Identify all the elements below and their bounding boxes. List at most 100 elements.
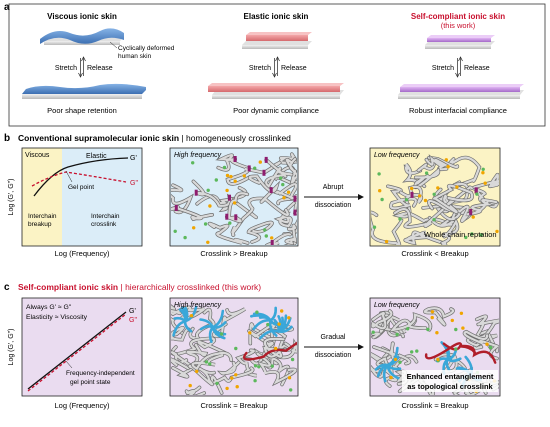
g-double-label-b: G" xyxy=(130,180,138,187)
polymer-chain-fill xyxy=(265,158,293,189)
polymer-chain-fill xyxy=(171,184,193,214)
ion-dot xyxy=(191,161,195,165)
viscous-skin-top xyxy=(40,28,124,45)
ion-dot xyxy=(274,346,278,351)
hierarchical-crosslink xyxy=(211,326,226,340)
ion-dot xyxy=(424,171,429,175)
panel-b-label: b xyxy=(4,133,10,144)
polymer-chain-fill xyxy=(473,173,499,189)
ion-dot xyxy=(183,235,187,240)
polymer-chain-fill xyxy=(423,307,455,326)
ion-dot xyxy=(384,239,389,244)
polymer-chain-fill xyxy=(427,199,472,223)
always-label: Always G' ≈ G" xyxy=(26,304,72,311)
ion-dot xyxy=(454,347,458,351)
g-double-line-c xyxy=(27,313,127,392)
elastic-region xyxy=(62,148,142,246)
ion-dot xyxy=(266,322,270,327)
ion-dot xyxy=(230,376,234,380)
ion-dot xyxy=(253,364,258,368)
ion-dot xyxy=(195,369,199,374)
crosslink-mark xyxy=(262,169,266,176)
crosslink-label-1: Interchain xyxy=(91,213,120,220)
crosslink-mark xyxy=(269,187,273,194)
abrupt-label-1: Abrupt xyxy=(323,184,344,191)
panel-b-title: Conventional supramolecular ionic skin |… xyxy=(18,133,291,143)
polymer-chain-fill xyxy=(226,161,281,185)
hierarchical-crosslink xyxy=(269,306,278,322)
panel-b: b Conventional supramolecular ionic skin… xyxy=(4,133,501,258)
polymer-chain-fill xyxy=(265,183,297,200)
ion-dot xyxy=(444,158,448,162)
x-axis-label-c: Log (Frequency) xyxy=(54,401,110,410)
panel-b-title-bold: Conventional supramolecular ionic skin xyxy=(18,133,179,143)
ion-dot xyxy=(225,386,229,391)
panel-a-label: a xyxy=(4,2,10,13)
entangle-label-1: Enhanced entanglement xyxy=(407,372,494,381)
ion-dot xyxy=(436,357,440,362)
panel-c-title-bold: Self-compliant ionic skin xyxy=(18,282,118,292)
ion-dot xyxy=(410,350,414,354)
ion-dot xyxy=(415,349,419,353)
panel-c-network-low: Low frequency Enhanced entanglement as t… xyxy=(369,297,501,410)
col1-title: Viscous ionic skin xyxy=(47,12,117,21)
ion-dot xyxy=(232,201,237,205)
polymer-chain-fill xyxy=(208,222,249,245)
crosslink-mark xyxy=(410,191,414,198)
annotation-leader xyxy=(109,41,118,49)
polymer-chain-fill xyxy=(475,315,499,339)
entangle-label-2: as topological crosslink xyxy=(407,382,493,391)
reptation-label: Whole chain reptation xyxy=(424,230,497,239)
self-compliant-skin-top xyxy=(425,35,495,49)
ion-dot xyxy=(481,167,485,171)
ion-dot xyxy=(281,182,285,187)
ion-dot xyxy=(189,314,194,318)
panel-b-network-low: Low frequency Whole chain reptation Cros… xyxy=(369,147,501,258)
panel-c-title: Self-compliant ionic skin | hierarchical… xyxy=(18,282,261,292)
ion-dot xyxy=(406,327,410,331)
ion-dot xyxy=(286,190,291,194)
ion-dot xyxy=(263,228,267,232)
entangled-chain xyxy=(242,341,297,361)
g-prime-curve xyxy=(33,157,129,197)
ion-dot xyxy=(279,176,283,180)
x-axis-label-b: Log (Frequency) xyxy=(54,249,110,258)
ion-dot xyxy=(289,388,293,392)
ion-dot xyxy=(389,375,393,380)
ion-dot xyxy=(423,198,428,203)
col2-title: Elastic ionic skin xyxy=(244,12,309,21)
low-freq-label-b: Low frequency xyxy=(374,152,420,159)
polymer-chain-fill xyxy=(217,154,251,172)
panel-b-network-high: High frequency Crosslink > Breakup xyxy=(169,147,299,258)
ion-dot xyxy=(404,198,409,202)
entangled-chain xyxy=(424,342,476,360)
abrupt-label-2: dissociation xyxy=(315,202,352,209)
g-double-label-c: G" xyxy=(129,317,137,324)
crosslink-mark xyxy=(234,214,238,221)
viscous-region xyxy=(22,148,62,246)
panel-a-frame xyxy=(8,3,546,127)
ion-dot xyxy=(479,233,483,237)
ion-dot xyxy=(435,331,439,335)
ion-dot xyxy=(426,327,430,332)
hierarchical-crosslink xyxy=(446,350,457,361)
y-axis-label-c: Log (G', G") xyxy=(8,329,15,366)
high-freq-label-c: High frequency xyxy=(174,302,222,309)
ion-dot xyxy=(410,186,414,191)
ion-dot xyxy=(290,357,295,362)
ion-dot xyxy=(436,186,440,190)
ion-dot xyxy=(488,345,493,350)
polymer-chain-fill xyxy=(171,306,206,320)
ion-dot xyxy=(206,188,210,192)
stretch-release-arrows-2 xyxy=(272,56,280,78)
hierarchical-crosslink xyxy=(374,363,389,371)
crosslink-mark xyxy=(225,213,229,220)
polymer-chain-fill xyxy=(466,199,498,216)
panel-b-plot: Viscous Elastic G' G" Gel point Intercha… xyxy=(8,147,143,258)
ion-dot xyxy=(203,222,208,226)
elastic-label: Elastic xyxy=(86,153,107,160)
breakup-label-1: Interchain xyxy=(28,213,57,220)
ion-dot xyxy=(228,221,232,225)
ion-dot xyxy=(225,173,230,178)
